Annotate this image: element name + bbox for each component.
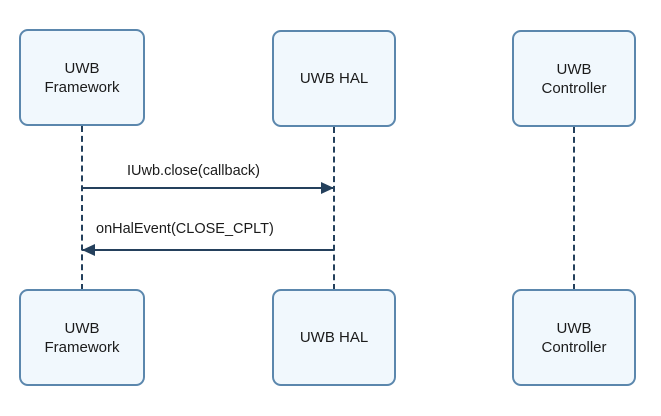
lifeline-uwb-hal: [333, 127, 335, 290]
arrowhead-right-icon-iuwb-close: [321, 182, 334, 194]
participant-box-uwb-framework-bottom[interactable]: UWB Framework: [19, 289, 145, 386]
message-arrow-onhalevent-close-cplt: [82, 249, 334, 251]
lifeline-uwb-framework: [81, 126, 83, 290]
participant-box-uwb-hal-bottom[interactable]: UWB HAL: [272, 289, 396, 386]
participant-box-uwb-hal-top[interactable]: UWB HAL: [272, 30, 396, 127]
participant-box-uwb-controller-bottom[interactable]: UWB Controller: [512, 289, 636, 386]
participant-box-uwb-controller-top[interactable]: UWB Controller: [512, 30, 636, 127]
message-arrow-iuwb-close: [82, 187, 334, 189]
arrowhead-left-icon-onhalevent-close-cplt: [82, 244, 95, 256]
lifeline-uwb-controller: [573, 127, 575, 290]
message-label-iuwb-close: IUwb.close(callback): [127, 163, 260, 179]
participant-box-uwb-framework-top[interactable]: UWB Framework: [19, 29, 145, 126]
message-label-onhalevent-close-cplt: onHalEvent(CLOSE_CPLT): [96, 221, 274, 237]
